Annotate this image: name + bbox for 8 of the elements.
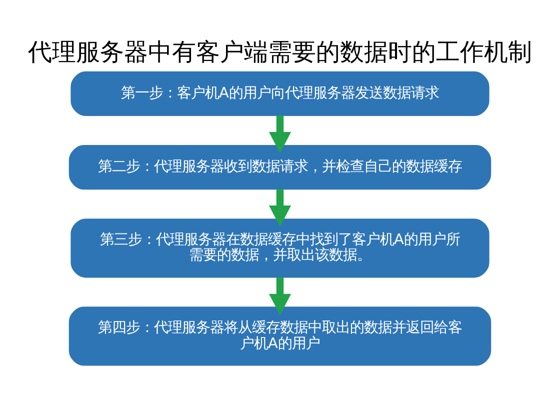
arrow — [268, 276, 292, 314]
arrow — [268, 115, 292, 153]
node-box: 第三步：代理服务器在数据缓存中找到了客户机A的用户所需要的数据，并取出该数据。 — [70, 218, 490, 278]
node-box: 第一步：客户机A的用户向代理服务器发送数据请求 — [70, 70, 490, 116]
arrow — [268, 188, 292, 226]
node-box: 第二步：代理服务器收到数据请求，并检查自己的数据缓存 — [68, 144, 492, 190]
diagram-title: 代理服务器中有客户端需要的数据时的工作机制 — [28, 37, 532, 66]
node-box: 第四步：代理服务器将从缓存数据中取出的数据并返回给客户机A的用户 — [68, 306, 492, 366]
